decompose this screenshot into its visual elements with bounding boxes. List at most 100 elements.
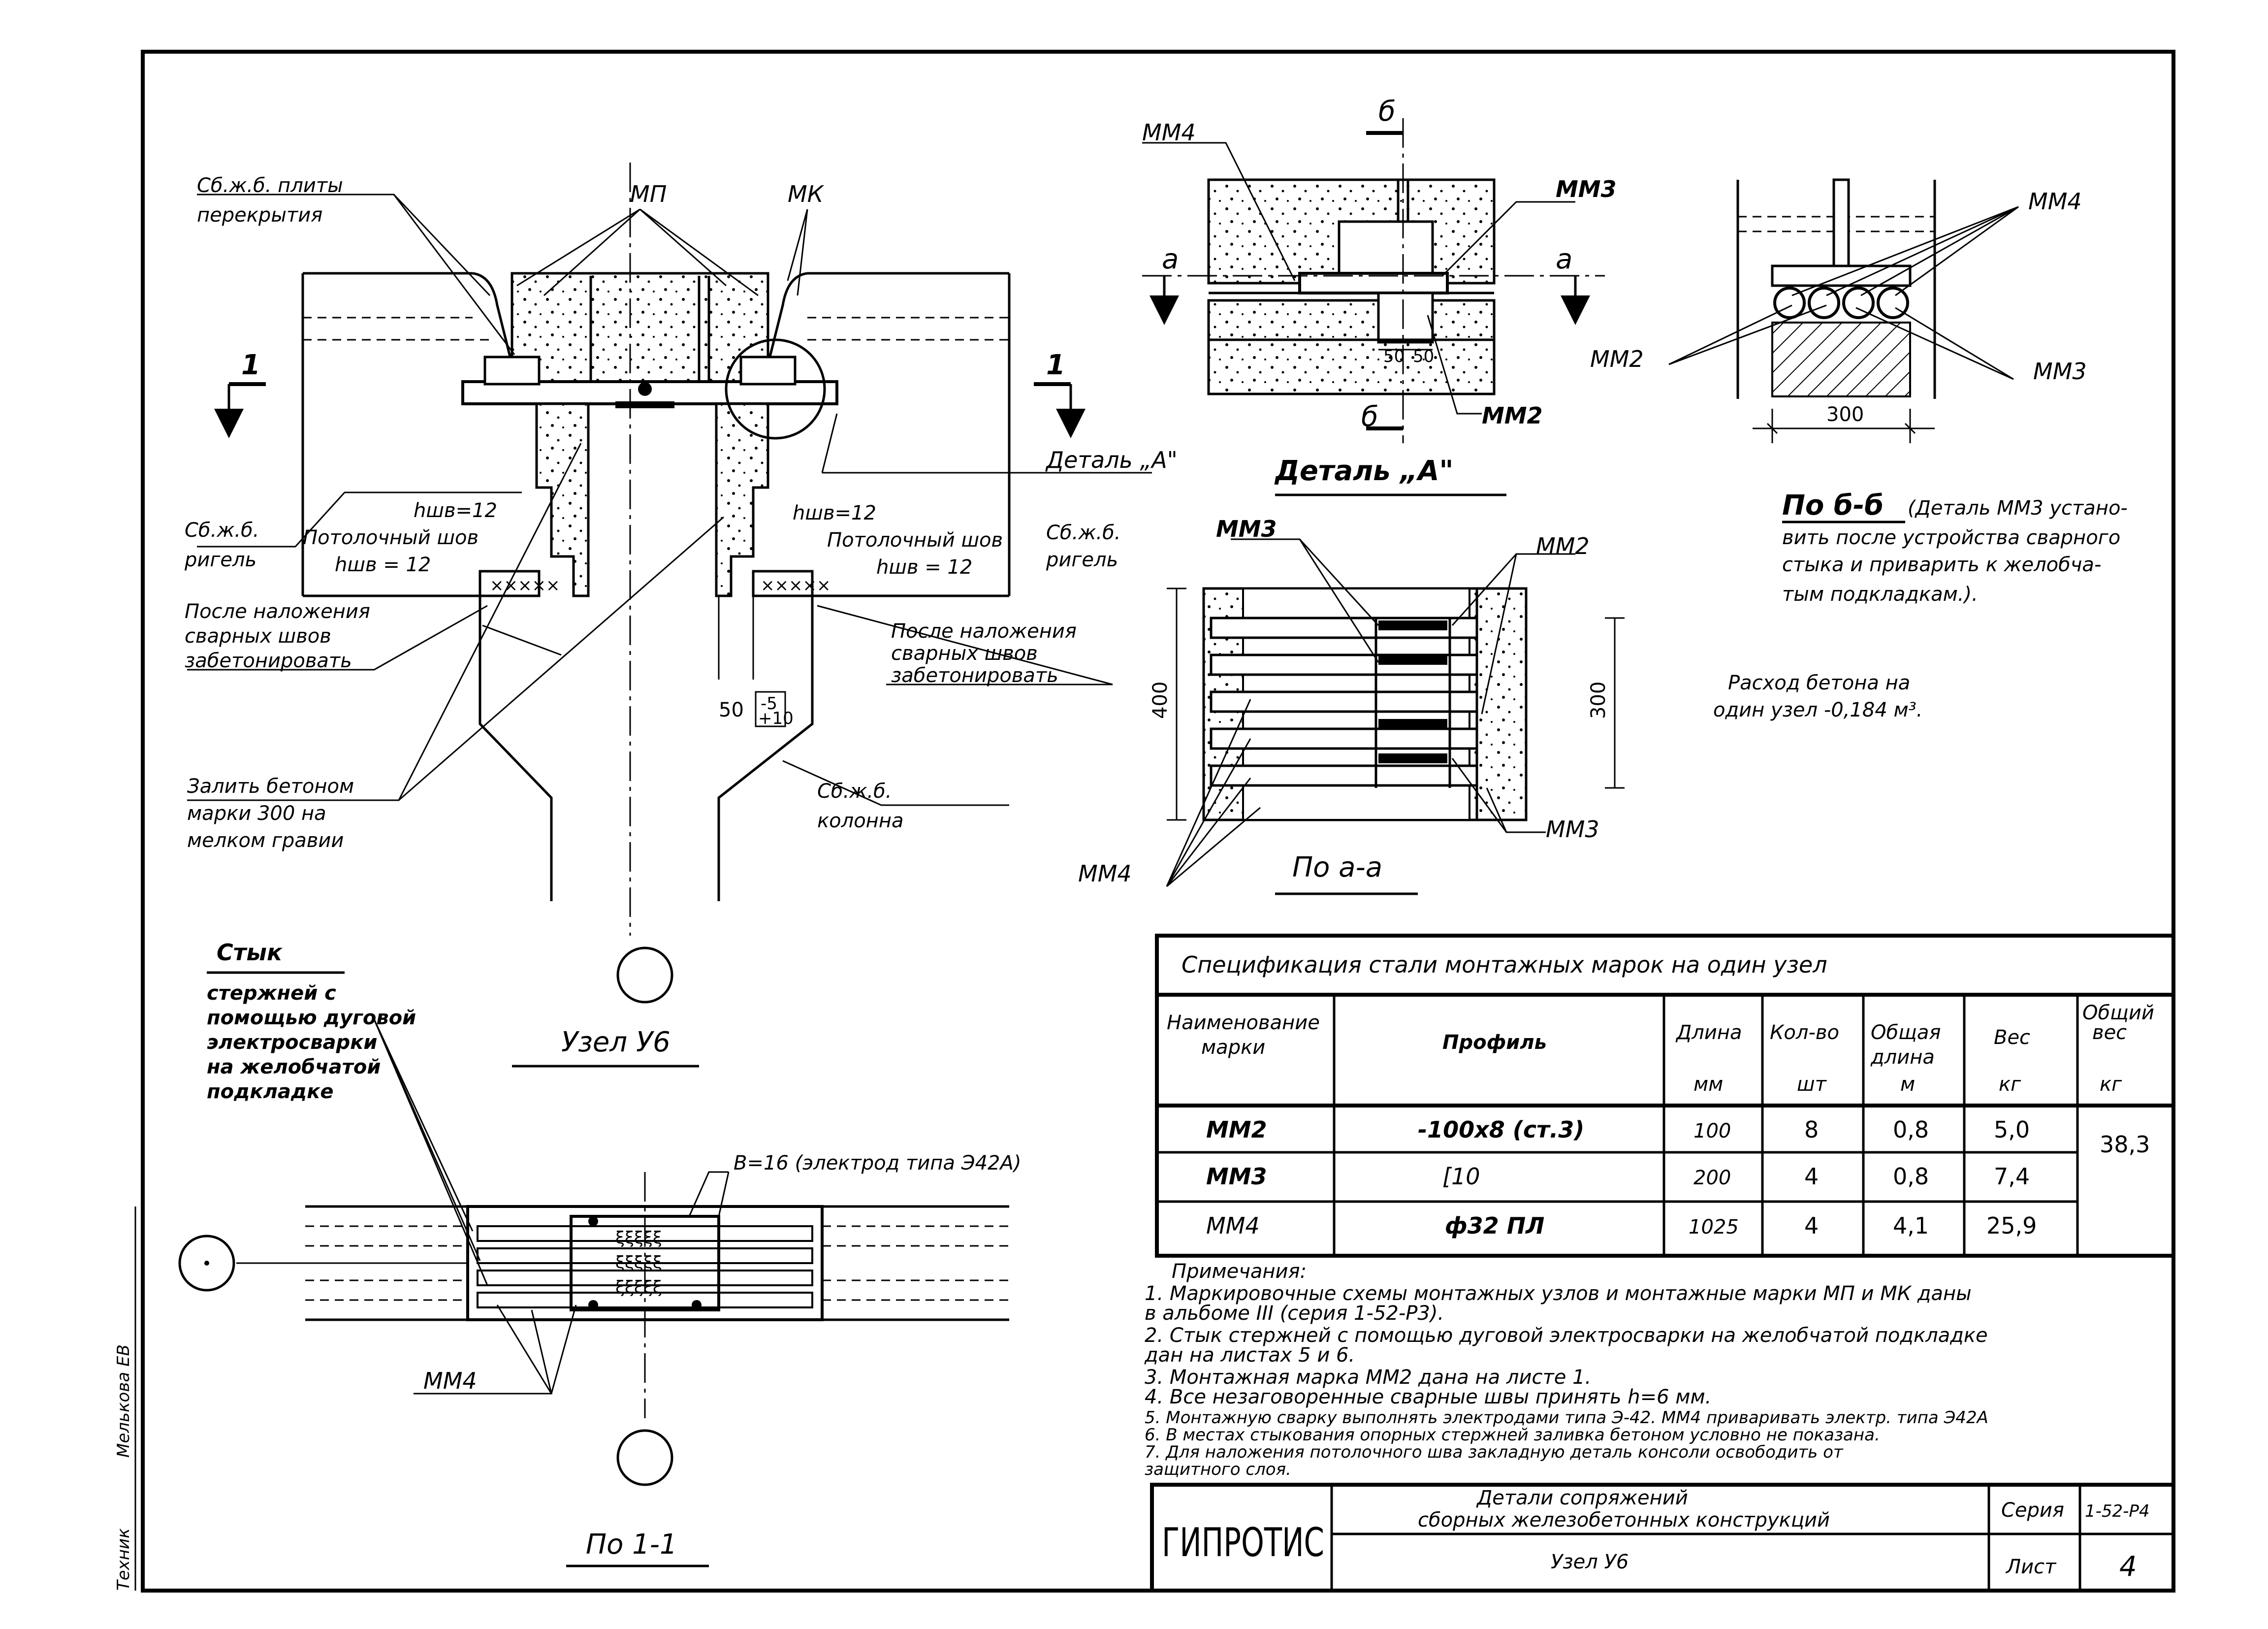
label-mk: МК: [788, 181, 825, 207]
label-detail-a-ref: Деталь „А": [1045, 447, 1178, 473]
spec-row-2: ММ3 [10 200 4 0,8 7,4: [1206, 1163, 2030, 1190]
spec-table-grid: [1155, 934, 2175, 1258]
stamp-sheet-label: Лист: [2005, 1556, 2057, 1578]
label-after-left-3: забетонировать: [185, 650, 352, 672]
spec-cell-weight: 5,0: [1994, 1116, 2030, 1143]
label-after-left-1: После наложения: [185, 600, 370, 623]
label-beam-right-2: ригель: [1046, 549, 1118, 571]
section-bb-dim-300: 300: [1826, 403, 1864, 426]
label-ceiling-seam-left: Потолочный шов: [303, 526, 479, 549]
section-bb-drawing: [1668, 178, 2019, 443]
spec-cell-length: 200: [1693, 1167, 1731, 1189]
spec-cell-qty: 8: [1804, 1116, 1819, 1143]
detail-a-mm2: ММ2: [1482, 402, 1543, 429]
label-tol-plus: +10: [758, 709, 794, 728]
spec-h-length-unit: мм: [1693, 1073, 1723, 1096]
note-line: 1. Маркировочные схемы монтажных узлов и…: [1145, 1282, 1972, 1305]
section-bb-note-2: вить после устройства сварного: [1782, 526, 2120, 549]
title-stamp-grid: [1150, 1483, 2175, 1593]
section-aa-title: По а-а: [1292, 851, 1382, 883]
detail-a-title: Деталь „А": [1274, 455, 1454, 487]
note-line: 2. Стык стержней с помощью дуговой элект…: [1145, 1324, 1988, 1347]
notes-heading: Примечания:: [1172, 1260, 1307, 1283]
section-aa-mm3: ММ3: [1216, 516, 1277, 542]
spec-cell-profile: [10: [1442, 1163, 1480, 1190]
spec-cell-length: 1025: [1689, 1216, 1739, 1238]
spec-cell-length: 100: [1693, 1120, 1731, 1142]
stamp-org: ГИПРОТИС: [1162, 1520, 1324, 1565]
label-section-1-right: 1: [1046, 349, 1065, 381]
label-tol-minus: -5: [761, 694, 777, 714]
svg-text:ξξξξξ: ξξξξξ: [615, 1228, 662, 1248]
spec-cell-weight: 25,9: [1986, 1212, 2037, 1239]
spec-h-total-weight-1: Общий: [2082, 1002, 2154, 1024]
stamp-series-label: Серия: [2001, 1499, 2064, 1522]
spec-cell-total-length: 0,8: [1893, 1116, 1929, 1143]
joint-drawing: ξξξξξ ξξξξξ ξξξξξ: [178, 1019, 1009, 1486]
spec-cell-mark: ММ2: [1206, 1116, 1267, 1143]
joint-label-3: помощью дуговой: [207, 1007, 416, 1029]
joint-label-4: электросварки: [207, 1031, 377, 1054]
section-aa-drawing: [1166, 538, 1625, 887]
concrete-note-1: Расход бетона на: [1728, 672, 1910, 694]
svg-text:×××××: ×××××: [761, 576, 831, 595]
section-aa-dim-400: 400: [1149, 682, 1172, 719]
label-beam-left-1: Сб.ж.б.: [185, 519, 259, 542]
spec-cell-mark: ММ4: [1206, 1212, 1260, 1239]
section-bb-note-3: стыка и приварить к желобча-: [1782, 554, 2101, 576]
joint-label-b16: В=16 (электрод типа Э42А): [734, 1152, 1021, 1174]
label-hws-right-top: hшв=12: [793, 502, 876, 524]
margin-text-2: Мелькова ЕВ: [114, 1344, 133, 1458]
spec-h-length: Длина: [1675, 1021, 1742, 1044]
joint-label-mm4: ММ4: [423, 1368, 477, 1394]
label-slabs-1: Сб.ж.б. плиты: [197, 174, 343, 197]
spec-h-profile: Профиль: [1442, 1031, 1547, 1054]
spec-h-weight: Вес: [1994, 1026, 2030, 1049]
label-fill-2: марки 300 на: [187, 802, 326, 825]
stamp-sheet-value: 4: [2119, 1551, 2137, 1583]
label-after-left-2: сварных швов: [185, 625, 331, 648]
section-bb-mm4: ММ4: [2028, 188, 2082, 215]
label-beam-left-2: ригель: [184, 549, 256, 571]
spec-cell-weight: 7,4: [1994, 1163, 2030, 1190]
spec-h-total-weight-2: вес: [2092, 1021, 2127, 1044]
label-section-1-left: 1: [241, 349, 260, 381]
detail-a-dim-50a: 50: [1383, 347, 1405, 366]
section-bb-mm2: ММ2: [1590, 346, 1644, 372]
label-hws-right-bottom: hшв = 12: [876, 556, 972, 579]
margin-text-1: Техник: [114, 1528, 133, 1591]
spec-h-qty: Кол-во: [1770, 1021, 1839, 1044]
section-aa-dim-300: 300: [1587, 682, 1610, 719]
joint-label-5: на желобчатой: [207, 1056, 381, 1078]
joint-label-1: Стык: [217, 939, 283, 966]
spec-cell-profile: ф32 ПЛ: [1445, 1212, 1544, 1239]
spec-cell-qty: 4: [1804, 1212, 1819, 1239]
spec-h-total-weight-unit: кг: [2100, 1073, 2122, 1096]
note-line: в альбоме III (серия 1-52-Р3).: [1145, 1302, 1444, 1325]
svg-text:ξξξξξ: ξξξξξ: [615, 1277, 662, 1297]
label-beam-right-1: Сб.ж.б.: [1046, 521, 1120, 544]
section-aa-mm4: ММ4: [1078, 860, 1132, 887]
spec-cell-qty: 4: [1804, 1163, 1819, 1190]
label-after-right-3: забетонировать: [891, 664, 1058, 687]
label-ceiling-seam-right: Потолочный шов: [827, 529, 1003, 552]
detail-a-a-left: а: [1162, 243, 1179, 275]
note-line: защитного слоя.: [1145, 1460, 1291, 1479]
stamp-series-value: 1-52-Р4: [2085, 1501, 2150, 1521]
node-u6-drawing: ××××× ×××××: [187, 163, 1152, 1004]
spec-cell-total-length: 4,1: [1893, 1212, 1929, 1239]
spec-h-name-1: Наименование: [1167, 1011, 1320, 1034]
spec-cell-profile: -100х8 (ст.3): [1418, 1116, 1584, 1143]
label-hws-left-bottom: hшв = 12: [335, 554, 431, 576]
spec-cell-mark: ММ3: [1206, 1163, 1267, 1190]
svg-text:ξξξξξ: ξξξξξ: [615, 1253, 662, 1272]
detail-a-drawing: [1142, 118, 1605, 443]
label-after-right-1: После наложения: [891, 620, 1077, 643]
note-line: 7. Для наложения потолочного шва закладн…: [1145, 1442, 1844, 1462]
spec-h-qty-unit: шт: [1797, 1073, 1827, 1096]
section-bb-note-1: (Деталь ММ3 устано-: [1908, 497, 2128, 520]
svg-text:×××××: ×××××: [490, 576, 560, 595]
detail-a-mm4: ММ4: [1142, 119, 1196, 146]
spec-h-weight-unit: кг: [1999, 1073, 2021, 1096]
